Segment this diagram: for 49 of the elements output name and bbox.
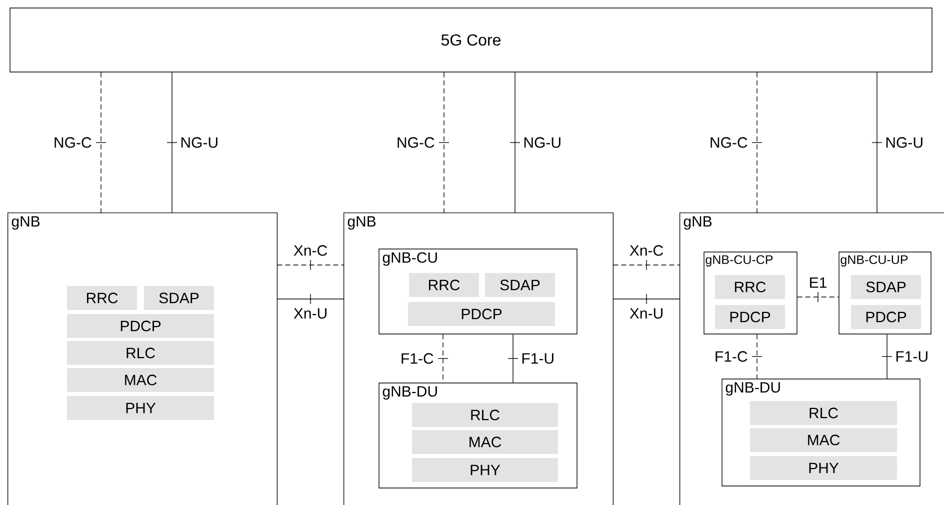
protocol-layer-box: SDAP [144,286,214,310]
interface-line [96,72,106,214]
interface-line [510,72,520,214]
protocol-layer-box: PHY [750,456,897,480]
protocol-layer-box: SDAP [851,275,921,299]
interface-line [612,260,680,270]
interface-line [752,72,762,214]
interface-line [872,72,882,214]
protocol-layer-box: MAC [412,430,558,454]
interface-label: NG-U [181,137,218,148]
core-network-box: 5G Core [10,8,932,72]
interface-label: NG-C [54,137,92,148]
protocol-layer-box: PDCP [715,305,785,329]
interface-line [508,334,518,383]
interface-line [166,72,178,214]
interface-label: NG-C [710,137,748,148]
protocol-layer-box: PDCP [851,305,921,329]
protocol-layer-box: RRC [715,275,785,299]
interface-label: NG-C [398,137,434,148]
interface-label: F1-C [402,353,434,364]
interface-line [797,292,839,302]
protocol-layer-box: MAC [67,368,214,392]
protocol-layer-box: PDCP [67,314,214,338]
interface-line [438,72,450,214]
interface-label: Xn-C [630,245,664,256]
interface-line [276,294,344,304]
protocol-layer-box: RLC [750,401,897,425]
interface-label: F1-U [522,353,554,364]
protocol-layer-box: PHY [412,458,558,482]
protocol-layer-box: RLC [67,341,214,365]
interface-line [612,294,680,304]
protocol-layer-box: MAC [750,428,897,452]
protocol-layer-box: PDCP [408,302,555,326]
interface-line [752,334,762,379]
protocol-layer-box: PHY [67,396,214,420]
protocol-layer-box: RRC [67,286,137,310]
protocol-layer-box: RLC [412,403,558,427]
interface-label: F1-U [896,351,928,362]
protocol-layer-box: SDAP [485,273,555,297]
interface-label: F1-C [716,351,748,362]
interface-label: NG-U [886,137,922,148]
interface-label: Xn-C [294,245,328,256]
interface-line [276,260,344,270]
interface-label: Xn-U [630,308,662,319]
protocol-layer-box: RRC [409,273,479,297]
interface-label: NG-U [524,137,560,148]
interface-label: Xn-U [294,308,326,319]
interface-label: E1 [810,277,826,288]
interface-line [882,334,892,379]
